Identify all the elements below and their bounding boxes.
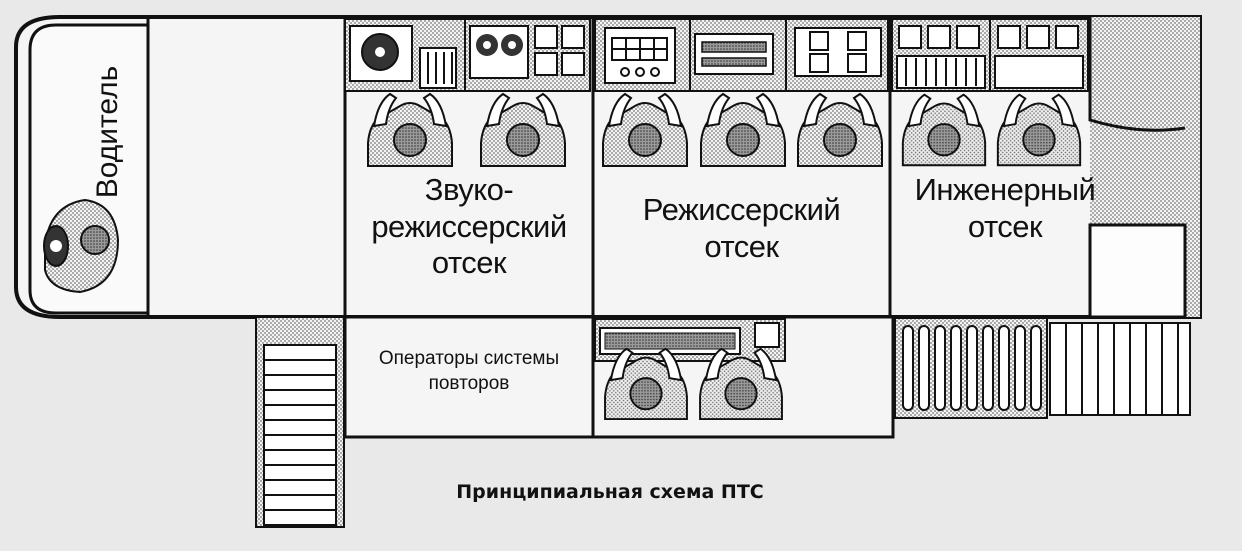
driver-cabin — [28, 17, 150, 317]
director-desk — [594, 18, 889, 92]
engineer-operator-2 — [996, 93, 1082, 167]
replay-operator-1 — [604, 347, 688, 421]
engineering-compartment-label: Инженерный отсек — [914, 172, 1096, 244]
sound-operator-2 — [479, 92, 567, 168]
director-compartment-label: Режиссерский отсек — [642, 192, 841, 264]
engineer-operator-1 — [901, 93, 987, 167]
replay-operator-2 — [699, 347, 783, 421]
replay-operators-label: Операторы системы повторов — [378, 348, 560, 394]
rear-steps — [894, 317, 1191, 419]
driver-label: Водитель — [91, 65, 124, 199]
sound-desk — [344, 18, 591, 92]
engineering-desk — [891, 18, 1089, 92]
diagram-caption: Принципиальная схема ПТС — [456, 481, 764, 503]
director-operator-3 — [797, 93, 883, 167]
driver-figure — [43, 198, 120, 294]
entry-stairs — [255, 316, 345, 528]
director-operator-1 — [602, 93, 688, 167]
sound-operator-1 — [366, 92, 454, 168]
sound-compartment-label: Звуко- режиссерский отсек — [371, 172, 567, 281]
director-operator-2 — [700, 93, 786, 167]
